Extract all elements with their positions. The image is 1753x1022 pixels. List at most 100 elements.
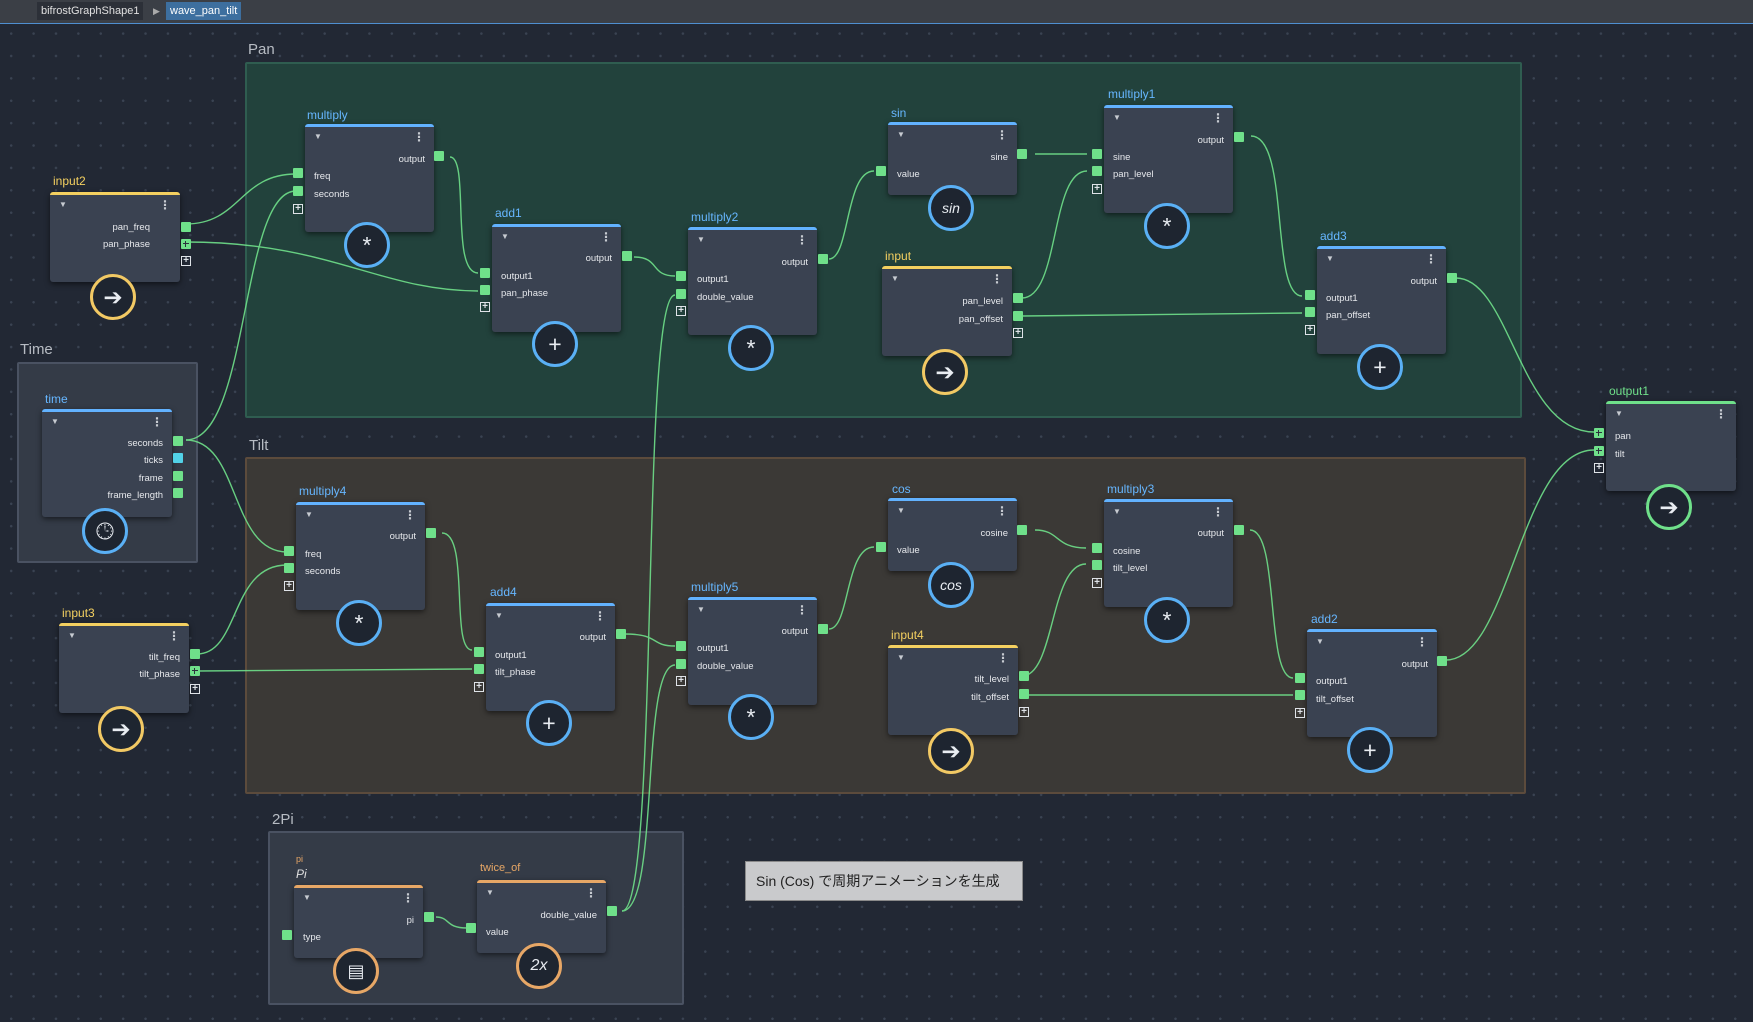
- input-port-socket[interactable]: [480, 285, 490, 295]
- input-port-socket[interactable]: [676, 641, 686, 651]
- collapse-triangle-icon[interactable]: ▼: [68, 631, 76, 640]
- collapse-triangle-icon[interactable]: ▼: [303, 893, 311, 902]
- add-port-icon[interactable]: +: [676, 676, 686, 686]
- collapse-triangle-icon[interactable]: ▼: [697, 605, 705, 614]
- output-port-socket[interactable]: [818, 254, 828, 264]
- node-input3[interactable]: ▼ ⋮ tilt_freq tilt_phase ➔: [59, 623, 189, 752]
- output-port-socket[interactable]: [173, 488, 183, 498]
- sticky-note[interactable]: Sin (Cos) で周期アニメーションを生成: [745, 861, 1023, 901]
- output-port-socket[interactable]: [1019, 671, 1029, 681]
- output-port-socket[interactable]: [424, 912, 434, 922]
- collapse-triangle-icon[interactable]: ▼: [897, 506, 905, 515]
- add-port-icon[interactable]: +: [190, 684, 200, 694]
- output-port-socket[interactable]: [1019, 689, 1029, 699]
- node-output1[interactable]: ▼ ⋮ pan tilt ➔: [1606, 401, 1736, 530]
- node-sin[interactable]: ▼ ⋮ sine value sin: [888, 122, 1017, 231]
- node-input2[interactable]: ▼ ⋮ pan_freq pan_phase + ➔: [50, 192, 191, 320]
- node-cos[interactable]: ▼ ⋮ cosine value cos: [888, 498, 1017, 608]
- output-port-socket[interactable]: [426, 528, 436, 538]
- add-port-icon[interactable]: +: [1092, 578, 1102, 588]
- input-port-socket[interactable]: [1305, 307, 1315, 317]
- collapse-triangle-icon[interactable]: ▼: [1113, 113, 1121, 122]
- node-menu-icon[interactable]: ⋮: [1212, 111, 1224, 125]
- input-port-socket[interactable]: [676, 659, 686, 669]
- add-port-icon[interactable]: +: [284, 581, 294, 591]
- add-port-icon[interactable]: +: [1305, 325, 1315, 335]
- output-port-socket[interactable]: [190, 666, 200, 676]
- add-port-icon[interactable]: +: [1594, 463, 1604, 473]
- node-menu-icon[interactable]: ⋮: [1416, 635, 1428, 649]
- output-port-socket[interactable]: [173, 453, 183, 463]
- input-port-socket[interactable]: [876, 542, 886, 552]
- output-port-socket[interactable]: [173, 471, 183, 481]
- node-add1[interactable]: ▼ ⋮ output output1 pan_phase +: [492, 224, 621, 367]
- node-menu-icon[interactable]: ⋮: [997, 651, 1009, 665]
- input-port-socket[interactable]: [1305, 290, 1315, 300]
- collapse-triangle-icon[interactable]: ▼: [59, 200, 67, 209]
- node-multiply4[interactable]: ▼ ⋮ output freq seconds *: [296, 502, 425, 646]
- node-menu-icon[interactable]: ⋮: [404, 508, 416, 522]
- breadcrumb-current[interactable]: wave_pan_tilt: [166, 2, 242, 20]
- node-menu-icon[interactable]: ⋮: [600, 230, 612, 244]
- add-port-icon[interactable]: +: [181, 256, 191, 266]
- output-port-socket[interactable]: [1013, 293, 1023, 303]
- input-port-socket[interactable]: [284, 546, 294, 556]
- output-port-socket[interactable]: [1234, 525, 1244, 535]
- node-multiply5[interactable]: ▼ ⋮ output output1 double_value *: [688, 597, 817, 740]
- collapse-triangle-icon[interactable]: ▼: [1615, 409, 1623, 418]
- collapse-triangle-icon[interactable]: ▼: [51, 417, 59, 426]
- collapse-triangle-icon[interactable]: ▼: [501, 232, 509, 241]
- input-port-socket[interactable]: [293, 168, 303, 178]
- input-port-socket[interactable]: [1092, 166, 1102, 176]
- add-port-icon[interactable]: +: [480, 302, 490, 312]
- input-port-socket[interactable]: [1092, 560, 1102, 570]
- node-menu-icon[interactable]: ⋮: [1425, 252, 1437, 266]
- node-add3[interactable]: ▼ ⋮ output output1 pan_offset +: [1317, 246, 1446, 390]
- input-port-socket[interactable]: [676, 289, 686, 299]
- add-port-icon[interactable]: +: [1013, 328, 1023, 338]
- collapse-triangle-icon[interactable]: ▼: [314, 132, 322, 141]
- node-menu-icon[interactable]: ⋮: [796, 603, 808, 617]
- node-multiply1[interactable]: ▼ ⋮ output sine pan_level *: [1104, 105, 1233, 249]
- input-port-socket[interactable]: [466, 923, 476, 933]
- input-port-socket[interactable]: [293, 186, 303, 196]
- output-port-socket[interactable]: [616, 629, 626, 639]
- input-port-socket[interactable]: [1295, 673, 1305, 683]
- node-menu-icon[interactable]: ⋮: [796, 233, 808, 247]
- node-menu-icon[interactable]: ⋮: [1212, 505, 1224, 519]
- node-menu-icon[interactable]: ⋮: [991, 272, 1003, 286]
- breadcrumb-root[interactable]: bifrostGraphShape1: [37, 2, 144, 20]
- node-multiply[interactable]: ▼ ⋮ output freq seconds *: [305, 124, 434, 268]
- collapse-triangle-icon[interactable]: ▼: [495, 611, 503, 620]
- input-port-socket[interactable]: [282, 930, 292, 940]
- collapse-triangle-icon[interactable]: ▼: [897, 130, 905, 139]
- input-port-socket[interactable]: [676, 271, 686, 281]
- output-port-socket[interactable]: [1437, 656, 1447, 666]
- input-port-socket[interactable]: [1594, 446, 1604, 456]
- collapse-triangle-icon[interactable]: ▼: [897, 653, 905, 662]
- collapse-triangle-icon[interactable]: ▼: [1326, 254, 1334, 263]
- add-port-icon[interactable]: +: [1092, 184, 1102, 194]
- node-add2[interactable]: ▼ ⋮ output output1 tilt_offset +: [1307, 629, 1437, 773]
- node-menu-icon[interactable]: ⋮: [168, 629, 180, 643]
- node-twice-of[interactable]: ▼ ⋮ double_value value 2x: [477, 880, 606, 989]
- node-menu-icon[interactable]: ⋮: [159, 198, 171, 212]
- add-port-icon[interactable]: +: [1295, 708, 1305, 718]
- output-port-socket[interactable]: [1234, 132, 1244, 142]
- input-port-socket[interactable]: [474, 664, 484, 674]
- collapse-triangle-icon[interactable]: ▼: [891, 274, 899, 283]
- node-menu-icon[interactable]: ⋮: [594, 609, 606, 623]
- node-menu-icon[interactable]: ⋮: [151, 415, 163, 429]
- add-port-icon[interactable]: +: [474, 682, 484, 692]
- output-port-socket[interactable]: [181, 239, 191, 249]
- output-port-socket[interactable]: [181, 222, 191, 232]
- output-port-socket[interactable]: [607, 906, 617, 916]
- node-time[interactable]: ▼ ⋮ seconds ticks frame frame_length 🕒︎: [42, 409, 172, 554]
- node-multiply2[interactable]: ▼ ⋮ output output1 double_value *: [688, 227, 817, 371]
- collapse-triangle-icon[interactable]: ▼: [697, 235, 705, 244]
- output-port-socket[interactable]: [173, 436, 183, 446]
- output-port-socket[interactable]: [1017, 149, 1027, 159]
- output-port-socket[interactable]: [1013, 311, 1023, 321]
- output-port-socket[interactable]: [1447, 273, 1457, 283]
- input-port-socket[interactable]: [876, 166, 886, 176]
